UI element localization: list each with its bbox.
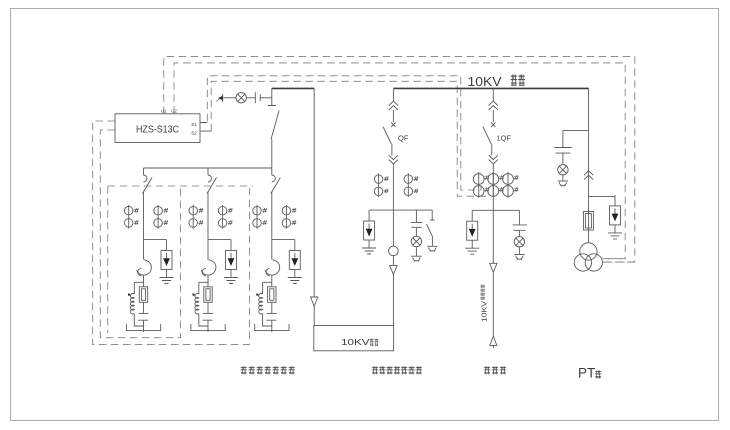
svg-text:U1: U1 [161,109,167,114]
svg-text:HZS-S13C: HZS-S13C [136,123,179,135]
svg-text:10KV: 10KV [468,74,502,89]
svg-text:U2: U2 [171,109,177,114]
svg-text:1QF: 1QF [497,134,512,143]
svg-text:10KV: 10KV [482,301,489,322]
svg-text:S2: S2 [191,130,197,135]
svg-text:QF: QF [398,134,409,143]
svg-text:10KV: 10KV [341,338,370,347]
svg-text:PT: PT [578,366,595,381]
svg-text:S1: S1 [191,122,197,127]
